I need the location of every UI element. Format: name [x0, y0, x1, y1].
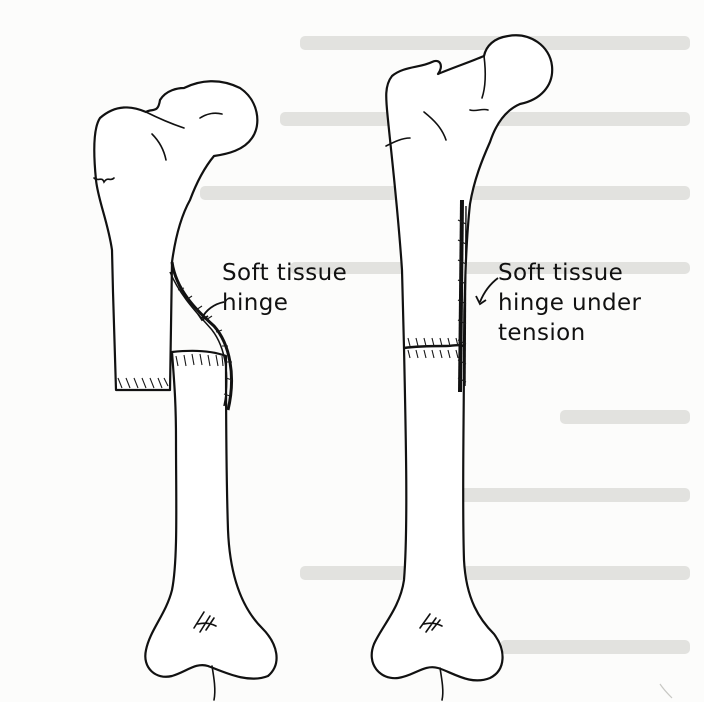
scan-mark	[660, 684, 672, 698]
right-hinge-label: Soft tissue hinge under tension	[498, 258, 641, 348]
right-label-arrow	[480, 278, 498, 302]
left-label-line-2: hinge	[222, 288, 347, 318]
left-hinge-label: Soft tissue hinge	[222, 258, 347, 318]
left-label-arrow	[202, 302, 224, 318]
right-label-line-2: hinge under	[498, 288, 641, 318]
right-label-line-1: Soft tissue	[498, 258, 641, 288]
left-femur-proximal-fragment	[94, 81, 257, 390]
right-label-line-3: tension	[498, 318, 641, 348]
left-femur-distal-fragment	[145, 351, 276, 700]
left-label-line-1: Soft tissue	[222, 258, 347, 288]
